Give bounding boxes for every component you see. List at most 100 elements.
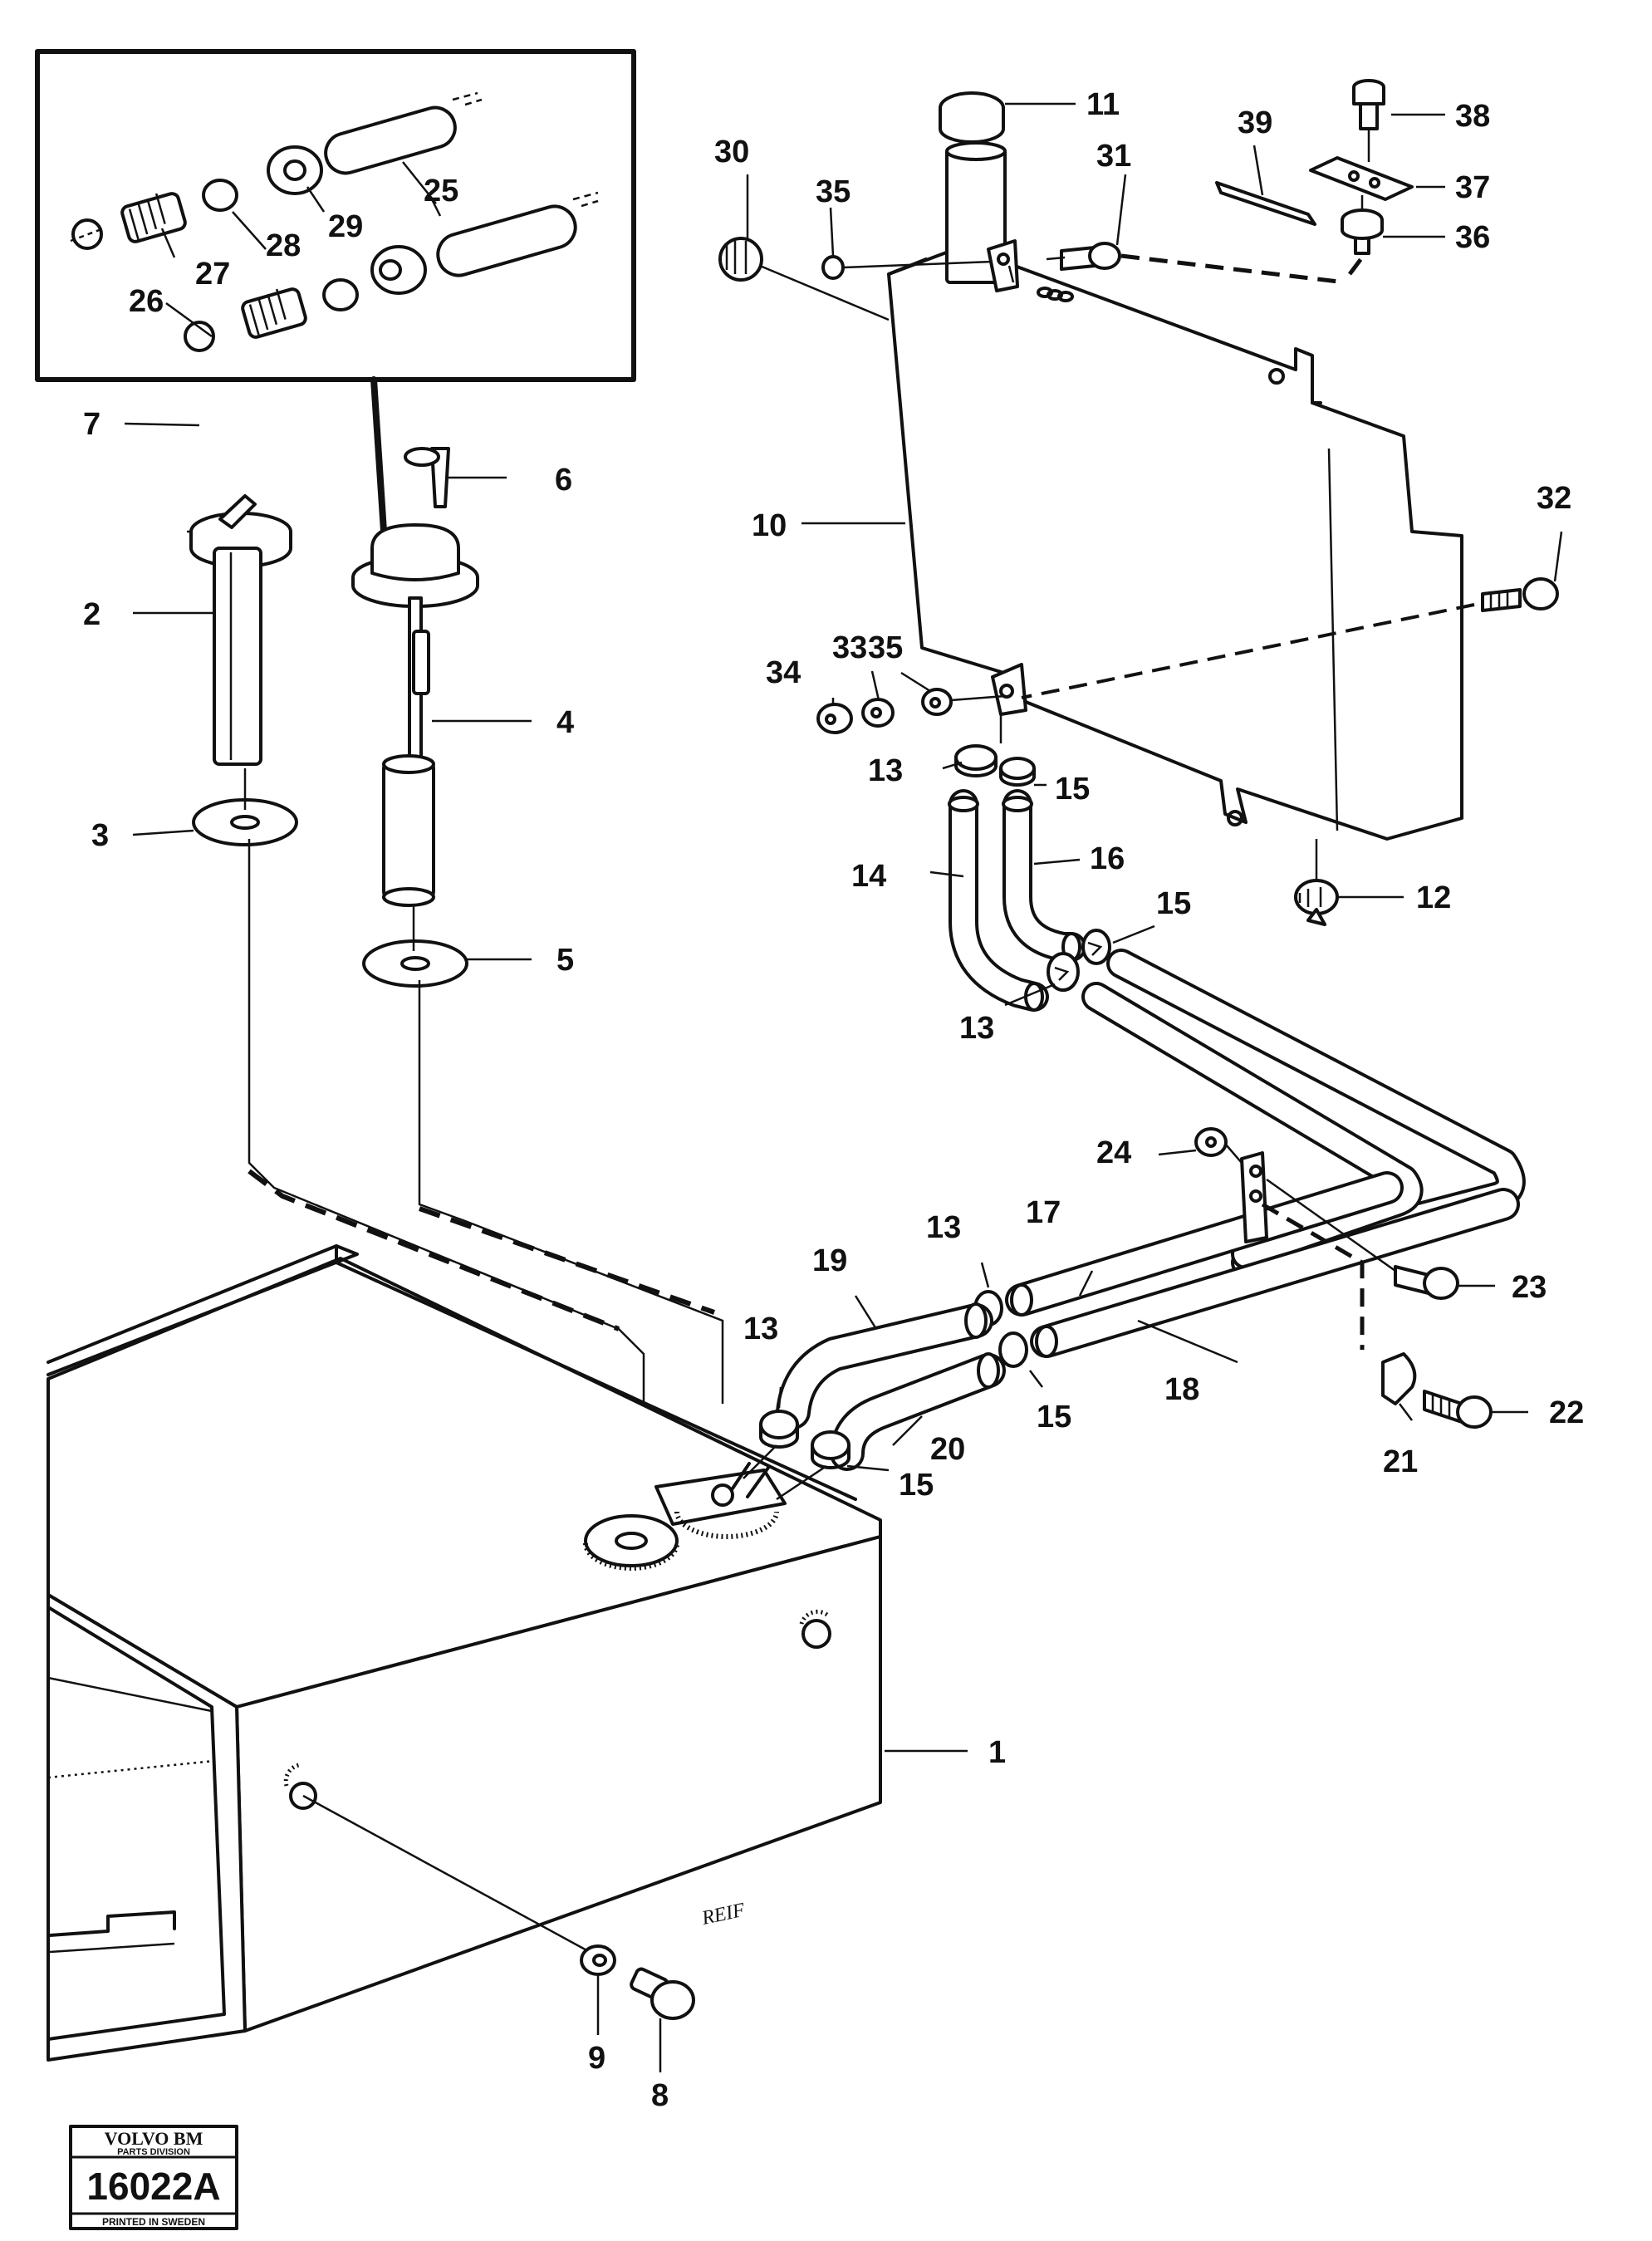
callout-8: 8	[651, 2078, 669, 2113]
callout-32: 32	[1537, 481, 1571, 516]
cable-39	[1215, 181, 1365, 276]
filler-cap-11	[939, 91, 1005, 144]
callout-26: 26	[129, 284, 164, 319]
gauge-unit-4	[351, 447, 479, 907]
pipe-25-lower	[436, 191, 599, 277]
hose-19	[776, 1302, 993, 1429]
callout-19: 19	[812, 1243, 847, 1278]
drain-boss	[799, 1609, 831, 1649]
clip-21	[1261, 1202, 1417, 1405]
nipple-27-lower	[241, 287, 307, 339]
pipe-18	[1030, 1188, 1520, 1358]
callout-labels: 1 2 3 4 5 6 7 8 9 10 11 12 13 13 13 13 1…	[83, 87, 1584, 2113]
stamp-brand: VOLVO BM	[105, 2128, 203, 2149]
drain-plug-8	[630, 1967, 695, 2020]
callout-9: 9	[588, 2041, 605, 2076]
washer-35-upper	[821, 255, 993, 280]
callout-13-mid: 13	[959, 1011, 994, 1046]
callout-24: 24	[1096, 1135, 1131, 1170]
volvo-stamp: VOLVO BM PARTS DIVISION 16022A PRINTED I…	[69, 2125, 238, 2230]
callout-13-tank: 13	[743, 1312, 778, 1346]
nut-29-upper	[267, 145, 323, 195]
stamp-footer: PRINTED IN SWEDEN	[102, 2216, 205, 2228]
gasket-5	[362, 905, 468, 988]
callout-11: 11	[1086, 87, 1120, 122]
bolt-32	[1021, 577, 1559, 699]
clamp-15-mid	[1081, 929, 1111, 965]
bolt-38	[1352, 79, 1385, 162]
gasket-3	[192, 768, 298, 846]
inset-detail	[35, 49, 636, 572]
grommet-36	[1341, 195, 1384, 255]
clamp-plate-37	[1309, 156, 1414, 201]
clamp-15-top	[999, 757, 1036, 787]
callout-4: 4	[556, 705, 574, 740]
callout-5: 5	[556, 943, 574, 978]
callout-34: 34	[766, 655, 801, 690]
callout-36: 36	[1455, 220, 1490, 255]
stamp-code: 16022A	[86, 2165, 220, 2208]
plug-30	[718, 237, 890, 321]
callout-27: 27	[195, 257, 230, 292]
callout-13-lower: 13	[926, 1210, 961, 1245]
callout-7: 7	[83, 407, 100, 442]
callout-1: 1	[988, 1735, 1006, 1770]
callout-10: 10	[752, 508, 787, 543]
clamp-13-mid	[1047, 952, 1080, 992]
reservoir-10	[887, 141, 1463, 841]
callout-15-mid: 15	[1156, 886, 1191, 921]
callout-2: 2	[83, 597, 100, 632]
callout-33: 33	[832, 630, 867, 665]
fuel-tank-1	[47, 1244, 882, 2062]
bracket	[1240, 1151, 1268, 1243]
nut-24	[1194, 1127, 1243, 1164]
callout-35-lower: 35	[868, 630, 903, 665]
nipple-12	[1294, 839, 1339, 926]
bolt-22	[1423, 1390, 1493, 1429]
clamp-13-tank	[759, 1410, 799, 1449]
bolt-23	[1266, 1178, 1459, 1300]
pipe-17	[1005, 1171, 1404, 1317]
callout-14: 14	[851, 859, 886, 894]
tank-port-left	[583, 1514, 679, 1571]
clamp-15-lower	[998, 1331, 1028, 1368]
washer-33	[861, 698, 895, 728]
pipe-25-upper	[324, 91, 483, 175]
callout-38: 38	[1455, 99, 1490, 134]
callout-29: 29	[328, 209, 363, 244]
callout-15-top: 15	[1055, 772, 1090, 807]
callout-18: 18	[1164, 1372, 1199, 1407]
callout-30: 30	[714, 135, 749, 169]
callout-37: 37	[1455, 170, 1490, 205]
washer-35-lower	[921, 688, 953, 716]
callout-15-tank: 15	[899, 1468, 934, 1503]
nut-29-lower	[370, 245, 427, 295]
pipe-lower	[1081, 982, 1424, 1269]
tank-port-right	[654, 1462, 787, 1539]
hose-14	[948, 789, 1049, 1012]
callout-28: 28	[266, 228, 301, 263]
washer-26-lower	[184, 321, 215, 352]
callout-3: 3	[91, 818, 109, 853]
callout-13-top: 13	[868, 753, 903, 788]
sleeve-28-lower	[322, 278, 359, 311]
nipple-27-upper	[120, 192, 187, 243]
callout-31: 31	[1096, 139, 1131, 174]
clamp-13-top	[954, 744, 998, 777]
nut-34	[816, 703, 853, 734]
callout-39: 39	[1238, 105, 1272, 140]
callout-17: 17	[1026, 1195, 1061, 1230]
sleeve-28-upper	[202, 179, 238, 212]
callout-15-lower: 15	[1037, 1400, 1071, 1434]
leader-lines	[124, 102, 1563, 1753]
callout-21: 21	[1383, 1444, 1418, 1479]
callout-35-upper: 35	[816, 174, 851, 209]
clamp-15-tank	[811, 1430, 851, 1469]
hose-16	[1002, 789, 1086, 962]
callout-12: 12	[1416, 880, 1451, 915]
stamp-division: PARTS DIVISION	[117, 2147, 190, 2157]
hose-20	[830, 1352, 1006, 1471]
callout-25: 25	[424, 174, 458, 208]
artist-mark: REIF	[699, 1900, 748, 1930]
